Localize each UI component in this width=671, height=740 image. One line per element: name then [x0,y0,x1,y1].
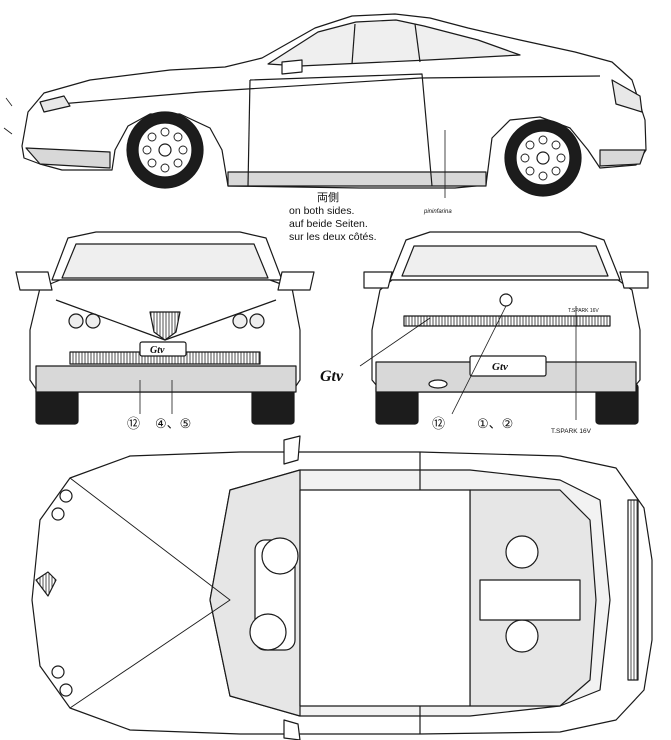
front-grille-shield [149,311,181,341]
callout-rear-12: ⑫ [432,416,445,431]
callout-front-4-5: ④、⑤ [155,416,191,431]
note-english: on both sides. [289,205,354,217]
model-script-front: Gtv [150,345,165,356]
rear-view [359,231,649,425]
note-kanji: 両側 [317,191,339,204]
labels: 両側 on both sides. auf beide Seiten. sur … [127,191,599,435]
front-view [15,231,315,425]
model-script-left: Gtv [320,368,344,385]
note-french: sur les deux côtés. [289,231,377,243]
model-script-rear: Gtv [492,361,508,373]
side-view [3,13,647,198]
top-view [31,435,653,740]
tspark-rear-badge: T.SPARK 16V [568,308,599,314]
callout-rear-1-2: ①、② [477,416,513,431]
note-german: auf beide Seiten. [289,218,368,230]
tspark-caption: T.SPARK 16V [551,428,592,435]
side-windows [267,19,521,67]
callout-front-12: ⑫ [127,416,140,431]
pininfarina-script: pininfarina [423,209,452,215]
side-body-outline [21,13,647,189]
